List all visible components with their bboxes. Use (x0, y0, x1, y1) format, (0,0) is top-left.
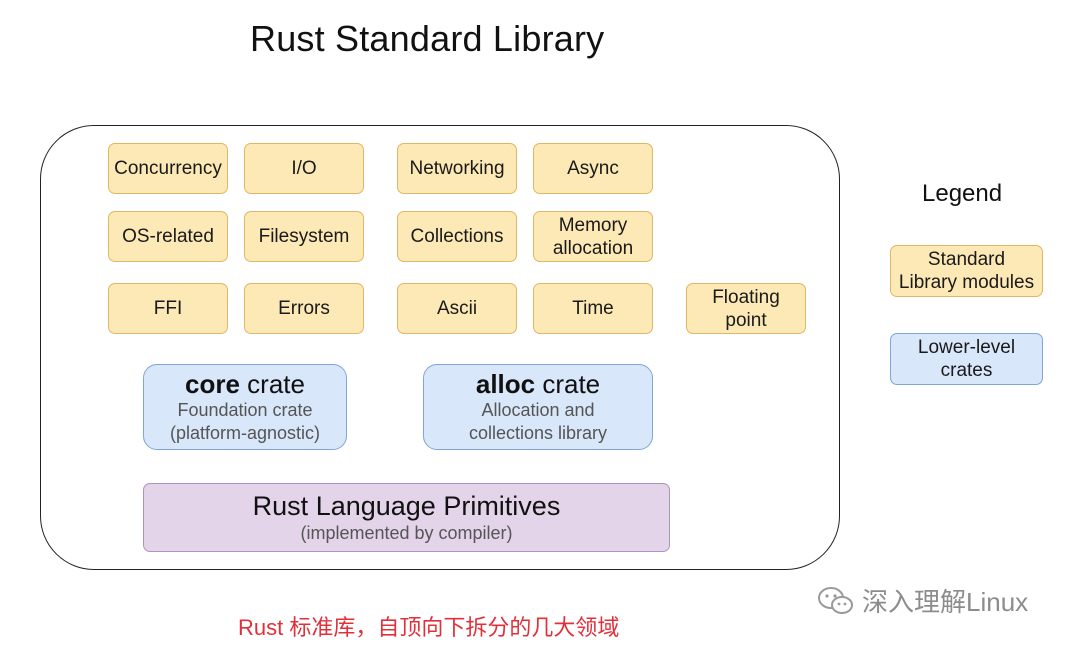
module-ascii: Ascii (397, 283, 517, 334)
wechat-icon (818, 586, 853, 614)
diagram-title: Rust Standard Library (250, 18, 605, 59)
language-primitives-box: Rust Language Primitives (implemented by… (143, 483, 670, 552)
module-time: Time (533, 283, 653, 334)
figure-caption: Rust 标准库，自顶向下拆分的几大领域 (238, 615, 620, 640)
module-errors: Errors (244, 283, 364, 334)
legend-standard-library-modules: Standard Library modules (890, 245, 1043, 297)
legend-lower-level-crates: Lower-level crates (890, 333, 1043, 385)
core-crate-name: core (185, 369, 240, 399)
alloc-crate-description: Allocation and collections library (468, 400, 608, 443)
alloc-crate-name: alloc (475, 369, 536, 399)
module-collections: Collections (397, 211, 517, 262)
primitives-title: Rust Language Primitives (252, 491, 561, 521)
module-concurrency: Concurrency (108, 143, 228, 194)
core-crate-description: Foundation crate (platform-agnostic) (169, 400, 321, 443)
module-async: Async (533, 143, 653, 194)
module-floating-point: Floating point (686, 283, 806, 334)
alloc-crate-title: alloc crate (424, 369, 652, 399)
module-io: I/O (244, 143, 364, 194)
module-memory-allocation: Memory allocation (533, 211, 653, 262)
alloc-crate-box: alloc crate Allocation and collections l… (423, 364, 653, 450)
core-crate-suffix: crate (239, 369, 305, 399)
module-ffi: FFI (108, 283, 228, 334)
core-crate-title: core crate (144, 369, 346, 399)
primitives-subtitle: (implemented by compiler) (300, 523, 513, 543)
brand-text: 深入理解Linux (862, 587, 1029, 617)
module-os-related: OS-related (108, 211, 228, 262)
legend-title: Legend (922, 180, 1003, 207)
core-crate-box: core crate Foundation crate (platform-ag… (143, 364, 347, 450)
brand-watermark: 深入理解Linux (816, 582, 1028, 619)
module-networking: Networking (397, 143, 517, 194)
module-filesystem: Filesystem (244, 211, 364, 262)
alloc-crate-suffix: crate (535, 369, 601, 399)
